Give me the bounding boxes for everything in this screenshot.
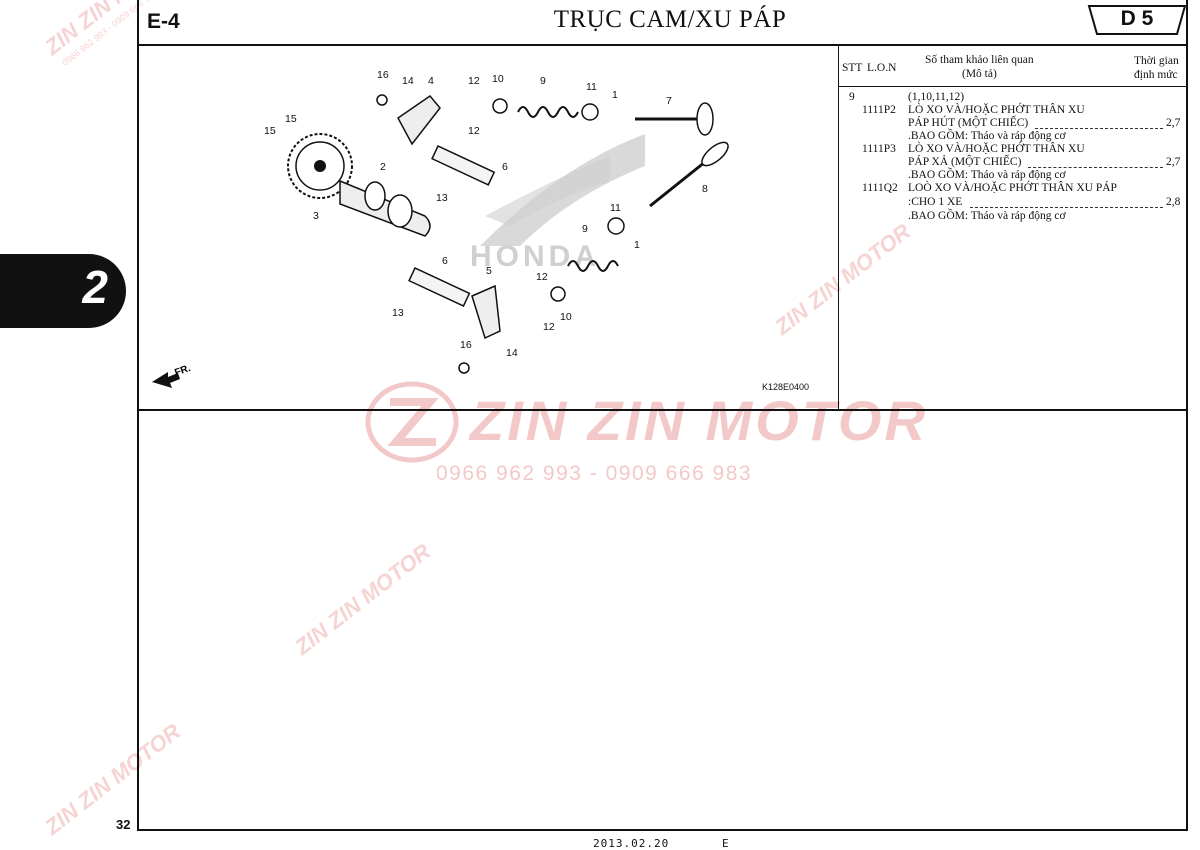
callout-label: 14 [506,347,518,359]
entry-desc-2: PÁP XẢ (MỘT CHIẾC) [908,156,1022,168]
callout-label: 11 [586,81,597,93]
callout-label: 12 [468,125,480,137]
badge-label: D 5 [1120,7,1154,30]
entry-time: 2,7 [1166,156,1181,168]
entry-code: 1111P2 [862,104,896,116]
callout-label: 6 [442,255,448,267]
group-stt: 9 [849,91,855,103]
direction-label: FR. [173,363,192,379]
section-divider [137,409,1188,411]
page-number: 32 [116,817,131,832]
table-header-divider [838,86,1188,87]
entry-desc-1: LÒ XO VÀ/HOẶC PHỚT THÂN XU [908,143,1085,155]
callout-label: 15 [264,125,276,137]
diagram-code: K128E0400 [762,382,809,392]
entry-time: 2,8 [1166,196,1181,208]
callout-label: 13 [436,192,448,204]
col-header-ref-desc: (Mô tả) [962,68,997,80]
leader-line [970,207,1163,208]
callout-label: 2 [380,161,386,173]
footer-date: 2013.02.20 [593,837,670,850]
callout-label: 9 [540,75,546,87]
callout-label: 12 [468,75,480,87]
callout-label: 5 [486,265,492,277]
callout-label: 8 [702,183,708,195]
watermark-logo-icon [365,381,459,463]
leader-line [1035,128,1163,129]
col-header-ref: Số tham khảo liên quan [925,54,1034,66]
watermark-brand: ZIN ZIN MOTOR [470,389,928,452]
col-header-time-2: định mức [1134,69,1178,81]
callout-label: 1 [634,239,640,251]
col-header-lon: L.O.N [867,62,897,74]
callout-label: 16 [460,339,472,351]
col-header-stt: STT [842,62,863,74]
entry-code: 1111P3 [862,143,896,155]
callout-label: 14 [402,75,414,87]
entry-time: 2,7 [1166,117,1181,129]
front-arrow-icon [152,372,180,388]
callout-label: 12 [543,321,555,333]
table-divider [838,44,839,410]
entry-code: 1111Q2 [862,182,898,194]
entry-desc-2: PÁP HÚT (MỘT CHIẾC) [908,117,1029,129]
callout-label: 10 [492,73,504,85]
entry-desc-2: :CHO 1 XE [908,196,963,208]
callout-label: 3 [313,210,319,222]
header-divider [137,44,1188,46]
footer-code: E [722,837,729,850]
entry-note: .BAO GỒM: Tháo và ráp động cơ [908,210,1066,222]
callout-label: 9 [582,223,588,235]
page-title: TRỤC CAM/XU PÁP [553,6,787,33]
group-refs: (1,10,11,12) [908,91,965,103]
callout-label: 10 [560,311,572,323]
callout-label: 1 [612,89,618,101]
entry-note: .BAO GỒM: Tháo và ráp động cơ [908,130,1066,142]
watermark-phones: 0966 962 993 - 0909 666 983 [436,462,753,485]
entry-note: .BAO GỒM: Tháo và ráp động cơ [908,169,1066,181]
callout-label: 12 [536,271,548,283]
callout-label: 6 [502,161,508,173]
section-code: E-4 [147,10,180,33]
section-badge: D 5 [1087,5,1187,35]
chapter-tab: 2 [0,254,126,328]
callout-label: 16 [377,69,389,81]
entry-desc-1: LÒ XO VÀ/HOẶC PHỚT THÂN XU [908,104,1085,116]
callout-label: 4 [428,75,434,87]
svg-text:HONDA: HONDA [470,240,600,273]
wing-logo-icon [480,134,645,246]
col-header-time: Thời gian [1134,55,1179,67]
callout-label: 15 [285,113,297,125]
callout-label: 13 [392,307,404,319]
entry-desc-1: LOÒ XO VÀ/HOẶC PHỚT THÂN XU PÁP [908,182,1117,194]
callout-label: 11 [610,202,621,214]
chapter-number: 2 [82,261,108,313]
page-frame [137,0,1188,831]
exploded-parts-diagram: HONDA FR. 16 14 4 12 10 9 11 1 7 15 15 2 [152,69,809,392]
callout-label: 7 [666,95,672,107]
leader-line [1028,167,1163,168]
